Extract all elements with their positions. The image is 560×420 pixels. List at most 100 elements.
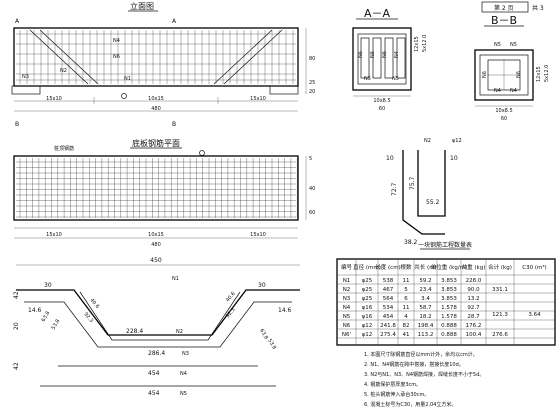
page-total: 共 3 xyxy=(532,4,544,12)
plan-title: 底板钢筋平面 xyxy=(132,138,180,148)
table-cell: 564 xyxy=(383,296,394,302)
bar-n2 xyxy=(24,301,292,348)
shape-dim-30-right: 30 xyxy=(258,282,266,289)
dim-right: 15x10 xyxy=(250,96,266,102)
aa-dim-3: 12x15 xyxy=(414,36,420,52)
bb-label-2: N6 xyxy=(516,71,522,78)
section-a-a: A－A N6 N6 N6 N4 N5 N5 10x8.5 60 12x15 5x… xyxy=(352,7,428,112)
table-cell: 11 xyxy=(403,278,410,284)
pile-left xyxy=(11,85,41,95)
bb-dim-2: 60 xyxy=(501,116,507,122)
shape-dim-228: 228.4 xyxy=(126,328,143,335)
shape-dim-42-bottom: 42 xyxy=(13,362,20,370)
bb-label-4: N4 xyxy=(510,88,517,94)
plan-outline xyxy=(13,155,299,221)
table-cell: 538 xyxy=(383,278,394,284)
table-header-cell: 长度 (cm) xyxy=(375,263,400,271)
table-cell: 3.853 xyxy=(441,296,457,302)
shape-seg-53-8-left: 53.8 xyxy=(51,318,62,331)
page-label: 第 2 页 xyxy=(494,4,514,12)
table-cell: 5 xyxy=(404,287,408,293)
bent-dim-55-2: 55.2 xyxy=(426,199,440,206)
table-cell: 198.4 xyxy=(418,323,434,329)
plan-callout xyxy=(199,150,205,156)
table-cell: N6 xyxy=(343,323,351,329)
plan-side-dim-60: 60 xyxy=(309,210,315,216)
section-bb-inner xyxy=(479,54,529,96)
aa-label-1: N6 xyxy=(358,51,364,58)
bb-label-6: N5 xyxy=(510,42,517,48)
height-dim-80: 80 xyxy=(309,56,315,62)
plan-dim-right: 15x10 xyxy=(250,232,266,238)
bar-n3 xyxy=(79,291,241,341)
table-cell: 0.888 xyxy=(441,323,457,329)
table-cell: 90.0 xyxy=(467,287,480,293)
bent-bar-left xyxy=(29,29,89,85)
aa-dim-1: 10x8.5 xyxy=(373,98,390,104)
table-cell: 18.2 xyxy=(419,314,431,320)
plan-dim-total: 480 xyxy=(151,242,161,248)
elevation-stirrup-grid xyxy=(16,30,296,84)
table-cell: N2 xyxy=(343,287,351,293)
note-2: 2. N1、N4钢筋在跨中搭接，搭接长度10d。 xyxy=(364,361,464,368)
label-n4: N4 xyxy=(113,38,120,44)
label-n1: N1 xyxy=(124,76,131,82)
shape-dim-450-label: 450 xyxy=(150,257,162,264)
aa-label-3: N6 xyxy=(382,51,388,58)
table-cell: 176.2 xyxy=(466,323,482,329)
dim-left: 15x10 xyxy=(46,96,62,102)
bent-bar-right-2 xyxy=(213,29,273,85)
table-cell: 275.4 xyxy=(380,332,396,338)
shape-label-n2: N2 xyxy=(176,329,183,335)
height-dim-25: 25 xyxy=(309,80,315,86)
section-aa-bars xyxy=(360,37,406,79)
bent-dim-38-2: 38.2 xyxy=(404,239,418,246)
table-cell: N3 xyxy=(343,296,351,302)
page-box xyxy=(481,1,529,13)
bent-dim-10-a: 10 xyxy=(386,155,394,162)
bb-dim-3: 12x15 xyxy=(536,66,542,82)
plan-side-dim-40: 40 xyxy=(309,186,315,192)
shape-label-n1: N1 xyxy=(172,276,179,282)
section-aa-outline xyxy=(352,27,412,91)
table-cell: 1.578 xyxy=(441,305,457,311)
table-cell: N4 xyxy=(343,305,351,311)
notes: 1. 本图尺寸除钢筋直径以mm计外，余均以cm计。 2. N1、N4钢筋在跨中搭… xyxy=(364,351,484,408)
table-cell: 100.4 xyxy=(466,332,482,338)
table-grid xyxy=(337,259,555,345)
stirrup-leg xyxy=(372,37,382,79)
shape-seg-92-3-right: 92.3 xyxy=(225,307,237,319)
front-elevation: 立面图 A A B B N4 N6 N2 N1 N3 15x10 10x15 1… xyxy=(11,1,315,128)
bent-bar-shape-2 xyxy=(417,150,446,217)
bent-dim-72-7: 72.7 xyxy=(391,182,398,196)
bent-bar-detail: 10 10 72.7 75.7 55.2 38.2 N2 φ12 xyxy=(386,138,462,246)
plan-title-left: 桩顶钢筋 xyxy=(54,145,74,152)
table-cell: 58.7 xyxy=(419,305,432,311)
shape-seg-40-6-right: 40.6 xyxy=(225,291,237,303)
table-total-cell: 331.1 xyxy=(492,287,508,293)
table-cell: 41 xyxy=(403,332,410,338)
shape-seg-63-8-right: 63.8 xyxy=(258,328,269,341)
table-cell: N5 xyxy=(343,314,351,320)
table-cell: 534 xyxy=(383,305,394,311)
bb-label-3: N4 xyxy=(494,88,501,94)
table-cell: 82 xyxy=(403,323,410,329)
bb-dim-4: 5x12.0 xyxy=(544,65,550,82)
section-b-b: B－B 第 2 页 共 3 N6 N6 N4 N4 N5 N5 10x8.5 6… xyxy=(474,1,550,122)
bent-bar-shape-1 xyxy=(402,150,445,235)
note-3: 3. N2与N1、N3、N4钢筋焊接，焊缝长度不小于5d。 xyxy=(364,371,484,378)
plan-dim-left: 15x10 xyxy=(46,232,62,238)
shape-label-n3: N3 xyxy=(182,351,189,357)
bent-label-phi12: φ12 xyxy=(452,138,462,144)
shape-dim-14-6-right: 14.6 xyxy=(278,307,292,314)
table-cell: 241.8 xyxy=(380,323,396,329)
bar-n1-top xyxy=(16,289,300,336)
bottom-plan: 底板钢筋平面 桩顶钢筋 15x10 10x15 15x10 480 5 40 6… xyxy=(13,138,315,248)
bb-label-1: N6 xyxy=(482,71,488,78)
aa-label-5: N5 xyxy=(364,76,371,82)
section-mark-b-right: B xyxy=(172,121,176,128)
table-header-cell: C30 (m³) xyxy=(522,264,546,271)
table-concrete-cell: 3.64 xyxy=(528,312,541,318)
aa-label-6: N5 xyxy=(392,76,399,82)
stirrup-leg xyxy=(396,37,406,79)
